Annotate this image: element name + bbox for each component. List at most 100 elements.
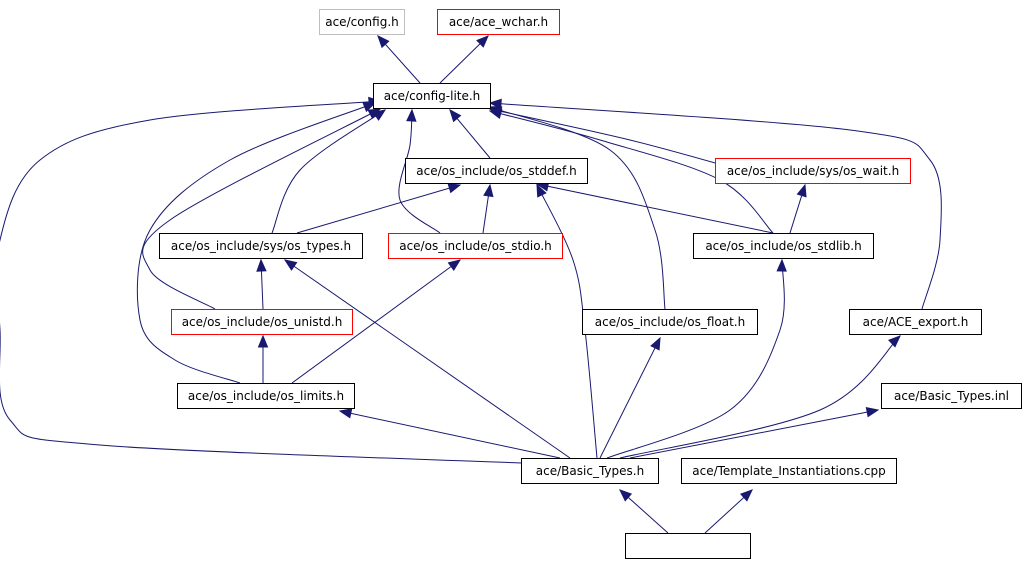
node-label: ace/Template_Instantiations.cpp (692, 464, 885, 478)
node-ace-export-h[interactable]: ace/ACE_export.h (849, 309, 982, 335)
arrowhead-icon (776, 258, 787, 272)
node-label: ace/Basic_Types.h (536, 464, 644, 478)
node-box (625, 533, 751, 559)
node-label: ace/config-lite.h (384, 89, 481, 103)
arrowhead-icon (619, 489, 633, 502)
node-config-h[interactable]: ace/config.h (319, 9, 405, 35)
node-os-stdio-h[interactable]: ace/os_include/os_stdio.h (388, 233, 563, 259)
edge-os_stdio_h-to-config_lite_h (398, 108, 441, 234)
edge-basic_types_h-to-sys_os_types_h (283, 259, 571, 459)
node-basic-types-h[interactable]: ace/Basic_Types.h (521, 458, 659, 484)
node-box (715, 158, 911, 184)
arrowhead-icon (283, 259, 298, 271)
node-sys-os-wait-h[interactable]: ace/os_include/sys/os_wait.h (715, 158, 911, 184)
edge-os_stdlib_h-to-sys_os_wait_h (789, 183, 807, 234)
edge-basic_types_h-to-os_float_h (599, 336, 661, 459)
node-box (437, 9, 560, 35)
arrowhead-icon (796, 183, 807, 198)
edge-os_unistd_h-to-sys_os_types_h (256, 258, 267, 310)
node-label: ace/os_include/os_stddef.h (416, 164, 576, 178)
arrowhead-icon (488, 98, 502, 110)
node-box (582, 309, 758, 335)
nodes-layer: ace/config.h ace/ace_wchar.h ace/config-li… (159, 9, 1022, 559)
node-box (319, 9, 405, 35)
arrowhead-icon (447, 259, 462, 272)
node-box (405, 158, 588, 184)
node-label: ace/os_include/sys/os_types.h (171, 239, 351, 253)
edge-os_limits_h-to-os_unistd_h (257, 334, 269, 383)
edge-os_stdio_h-to-os_stddef_h (482, 183, 494, 234)
edge-basic_types_h-to-os_stddef_h (536, 183, 598, 459)
edge-line (489, 102, 942, 310)
edge-basic_types_h-to-os_stdlib_h (606, 258, 787, 459)
edge-line (296, 184, 461, 234)
node-label: ace/ace_wchar.h (449, 15, 548, 29)
node-os-float-h[interactable]: ace/os_include/os_float.h (582, 309, 758, 335)
node-box (159, 233, 363, 259)
node-basic-types-cpp: Basic_Types.cpp (625, 533, 751, 559)
edges-layer (0, 35, 942, 534)
arrowhead-icon (362, 102, 377, 113)
node-label: ace/config.h (325, 15, 399, 29)
node-box (171, 309, 353, 335)
edge-basic_types_cpp-to-basic_types_h (619, 489, 669, 534)
node-box (849, 309, 982, 335)
edge-sys_os_types_h-to-os_stddef_h (296, 183, 462, 234)
edge-line (271, 109, 386, 234)
edge-line (398, 109, 441, 234)
edge-os_limits_h-to-os_stdio_h (291, 259, 462, 384)
edge-config_lite_h-to-config_h (377, 35, 421, 84)
node-os-limits-h[interactable]: ace/os_include/os_limits.h (177, 383, 355, 409)
node-box (681, 458, 897, 484)
edge-os_limits_h-to-config_lite_h (136, 102, 377, 384)
node-box (881, 383, 1022, 409)
edge-line (606, 259, 785, 459)
node-label: ace/os_include/os_float.h (595, 315, 745, 329)
node-label: ace/os_include/os_stdlib.h (705, 239, 861, 253)
edge-line (489, 110, 774, 234)
edge-line (536, 183, 774, 234)
node-sys-os-types-h[interactable]: ace/os_include/sys/os_types.h (159, 233, 363, 259)
arrowhead-icon (887, 335, 901, 348)
edge-basic_types_h-to-basic_types_inl (629, 407, 880, 459)
edge-os_stdlib_h-to-os_stddef_h (535, 181, 774, 234)
arrowhead-icon (739, 489, 753, 502)
edge-line (536, 184, 598, 459)
node-box (177, 383, 355, 409)
edge-line (629, 409, 879, 459)
node-basic-types-inl[interactable]: ace/Basic_Types.inl (881, 383, 1022, 409)
node-label: ace/ACE_export.h (863, 315, 969, 329)
arrowhead-icon (372, 109, 387, 121)
edge-line (599, 337, 661, 459)
arrowhead-icon (449, 108, 462, 123)
node-os-unistd-h[interactable]: ace/os_include/os_unistd.h (171, 309, 353, 335)
node-box (373, 83, 491, 109)
node-os-stdlib-h[interactable]: ace/os_include/os_stdlib.h (693, 233, 874, 259)
node-os-stddef-h[interactable]: ace/os_include/os_stddef.h (405, 158, 588, 184)
edge-line (136, 102, 376, 384)
node-label: ace/Basic_Types.inl (894, 389, 1009, 403)
arrowhead-icon (488, 106, 503, 117)
arrowhead-icon (338, 408, 353, 419)
arrowhead-icon (476, 35, 489, 48)
edge-line (284, 259, 571, 459)
arrowhead-icon (256, 258, 267, 272)
edge-config_lite_h-to-ace_wchar_h (439, 35, 489, 84)
node-template-inst-cpp[interactable]: ace/Template_Instantiations.cpp (681, 458, 897, 484)
node-box (693, 233, 874, 259)
node-ace-wchar-h[interactable]: ace/ace_wchar.h (437, 9, 560, 35)
edge-line (142, 108, 381, 310)
edge-line (0, 100, 522, 464)
node-label: ace/os_include/sys/os_wait.h (727, 164, 899, 178)
edge-line (489, 108, 741, 171)
node-label: ace/os_include/os_unistd.h (182, 315, 343, 329)
node-label: ace/os_include/os_stdio.h (399, 239, 552, 253)
arrowhead-icon (257, 334, 269, 348)
edge-basic_types_h-to-ace_export_h (619, 335, 901, 459)
node-label: ace/os_include/os_limits.h (188, 389, 344, 403)
edge-line (488, 106, 666, 310)
edge-line (291, 259, 461, 384)
node-config-lite-h[interactable]: ace/config-lite.h (373, 83, 491, 109)
edge-basic_types_cpp-to-template_inst_cpp (704, 489, 753, 534)
edge-sys_os_wait_h-to-config_lite_h (488, 106, 741, 171)
